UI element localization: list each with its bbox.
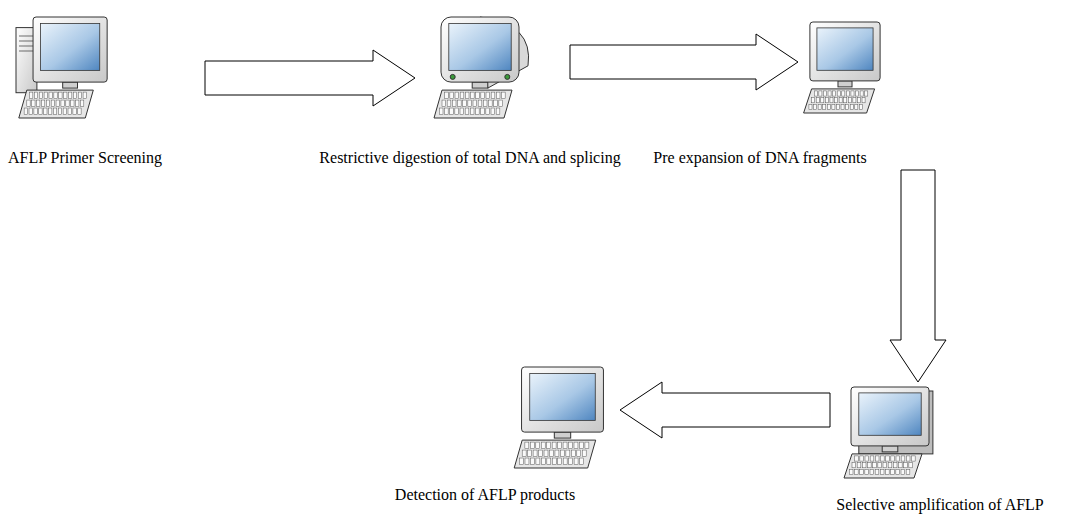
computer-icon xyxy=(16,17,107,118)
computer-step: Detection of AFLP products xyxy=(510,365,615,470)
computer-icon-svg xyxy=(430,15,530,120)
block-arrow xyxy=(620,382,830,438)
computer-icon-svg xyxy=(840,385,940,480)
block-arrow xyxy=(890,170,946,382)
computer-icon xyxy=(514,367,603,468)
computer-icon xyxy=(434,17,529,118)
block-arrow xyxy=(205,50,415,106)
block-arrow xyxy=(570,34,798,90)
computer-icon-svg xyxy=(510,365,615,470)
step-label: Pre expansion of DNA fragments xyxy=(653,148,866,167)
computer-icon xyxy=(844,387,933,478)
computer-icon-svg xyxy=(800,20,890,115)
computer-icon xyxy=(804,22,881,113)
computer-step: Pre expansion of DNA fragments xyxy=(800,20,890,115)
step-label: Detection of AFLP products xyxy=(395,485,575,504)
computer-icon-svg xyxy=(15,15,110,120)
computer-step: AFLP Primer Screening xyxy=(15,15,110,120)
step-label: Restrictive digestion of total DNA and s… xyxy=(319,148,620,167)
step-label: AFLP Primer Screening xyxy=(8,148,162,167)
computer-step: Selective amplification of AFLP xyxy=(840,385,940,480)
computer-step: Restrictive digestion of total DNA and s… xyxy=(430,15,530,120)
step-label: Selective amplification of AFLP xyxy=(836,495,1044,514)
